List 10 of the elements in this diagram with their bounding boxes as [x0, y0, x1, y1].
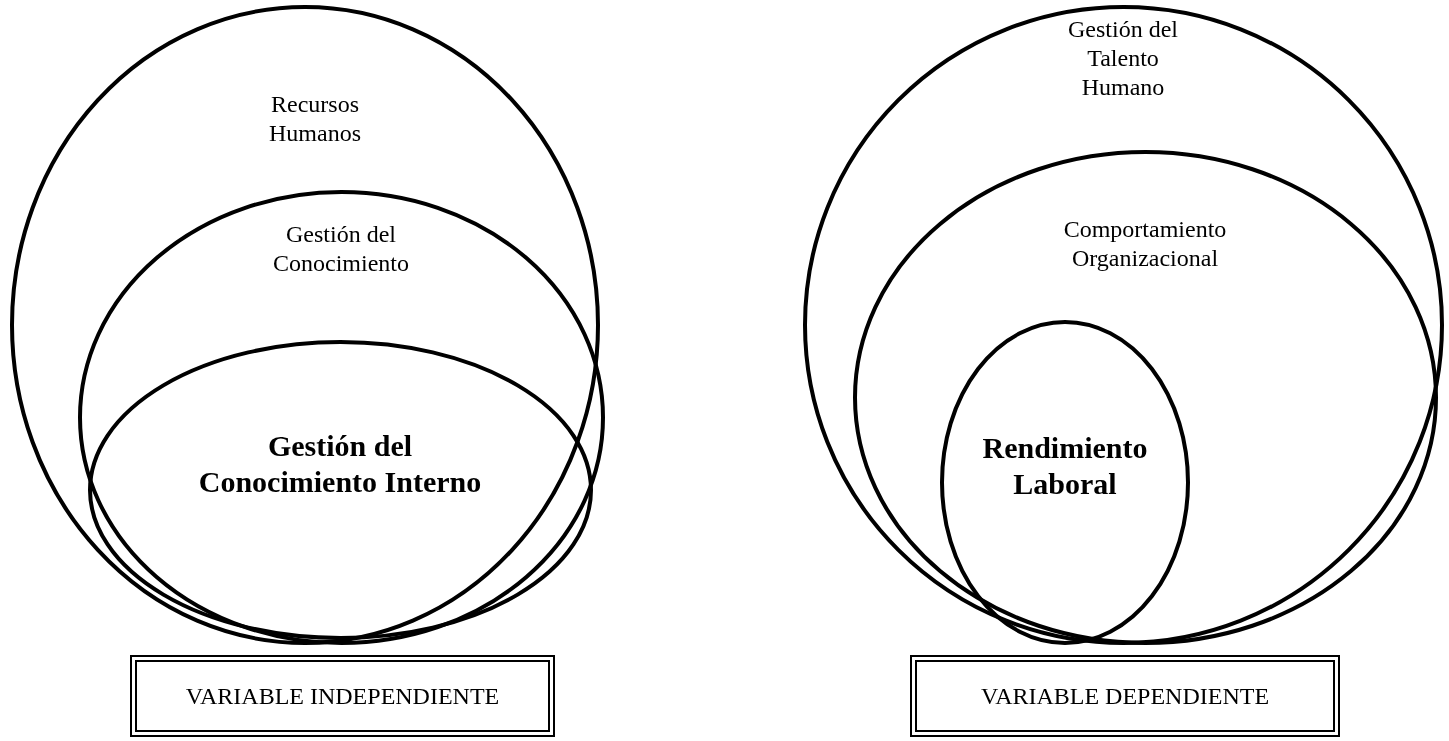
box-label: VARIABLE INDEPENDIENTE	[185, 682, 500, 710]
circle-label: Gestión del Talento Humano	[1067, 15, 1179, 102]
variable-title: Gestión del Conocimiento Interno	[197, 428, 483, 500]
framed-box	[910, 655, 1340, 737]
box-label: VARIABLE DEPENDIENTE	[980, 682, 1270, 710]
circle-label: Recursos Humanos	[268, 90, 362, 148]
circle-label: Gestión del Conocimiento	[272, 220, 410, 278]
variable-title: Rendimiento Laboral	[981, 430, 1149, 502]
circle-label: Comportamiento Organizacional	[1062, 215, 1228, 273]
framed-box	[130, 655, 555, 737]
